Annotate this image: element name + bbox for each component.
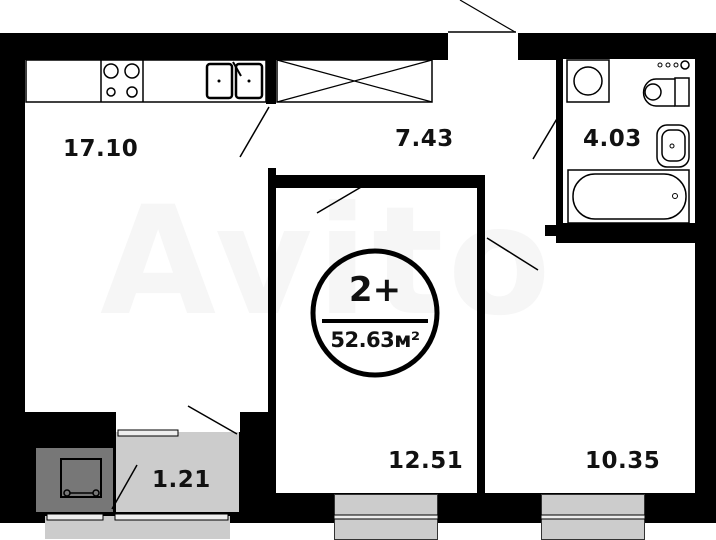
area-label-hallway: 7.43 [395, 126, 454, 152]
area-label-balcony: 1.21 [152, 467, 211, 493]
area-label-bathroom: 4.03 [583, 126, 642, 152]
hallway-entry [448, 33, 518, 60]
badge-total-area: 52.63м² [330, 328, 420, 352]
room-hallway-gap [240, 170, 275, 180]
kitchen-bottom-ext [116, 412, 240, 432]
area-label-bedroom-1: 12.51 [388, 448, 464, 474]
area-label-bedroom-2: 10.35 [585, 448, 661, 474]
room-kitchen-living [25, 60, 268, 412]
area-label-kitchen-living: 17.10 [63, 136, 139, 162]
room-bedroom-2 [485, 243, 696, 493]
badge-room-count: 2+ [348, 270, 402, 310]
room-balcony [116, 432, 239, 512]
watermark: Avito [100, 175, 555, 349]
bedroom-2-notch [485, 230, 545, 245]
utility-inner [60, 458, 102, 498]
